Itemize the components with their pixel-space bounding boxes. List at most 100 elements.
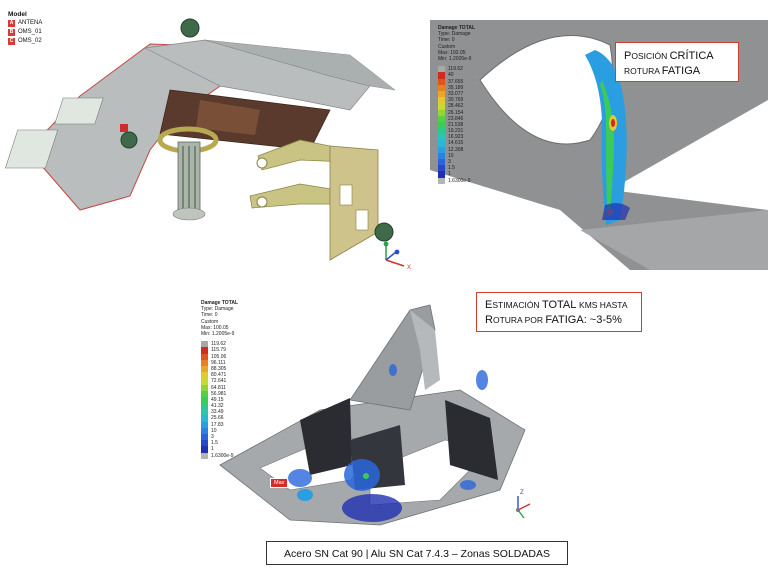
contour-value-label: 35.189: [448, 84, 464, 91]
plate-cutout: [54, 97, 104, 125]
damage-zone-blue: [389, 364, 397, 376]
contour-color-band: [438, 115, 445, 122]
model-item-label: ANTENA: [18, 20, 43, 26]
contour-value-label: 105.06: [211, 353, 227, 360]
contour-color-band: [438, 140, 445, 147]
contour-value-label: 10: [211, 427, 217, 434]
side-plate-dark: [300, 398, 352, 475]
contour-value-label: 88.305: [211, 365, 227, 372]
contour-color-band: [438, 109, 445, 116]
contour-value-label: 30.769: [448, 97, 464, 104]
contour-color-band: [201, 372, 208, 379]
contour-max: Max: 100.05: [201, 324, 229, 331]
contour-title: Damage TOTAL: [438, 25, 476, 31]
right-plate-cutout: [339, 184, 353, 206]
contour-color-band: [201, 440, 208, 447]
right-plate: [329, 145, 379, 261]
axis-x-label: X: [407, 265, 411, 271]
contour-color-band: [201, 341, 208, 348]
contour-color-band: [201, 396, 208, 404]
contour-value-label: 1: [211, 446, 214, 453]
contour-value-label: 41.32: [211, 403, 224, 410]
frame-damage-view: Z: [219, 304, 531, 526]
contour-color-band: [438, 90, 445, 98]
model-tree-title: Model: [8, 11, 27, 18]
contour-value-label: 96.111: [211, 359, 226, 366]
contour-value-label: 23.846: [448, 115, 464, 122]
ball-marker-icon: [120, 131, 138, 149]
contour-time: Time: 0: [438, 37, 455, 44]
contour-band-cyan: [585, 50, 627, 225]
contour-value-label: 40: [448, 72, 454, 79]
max-marker-tag: Max: [270, 478, 289, 488]
contour-color-band: [201, 403, 208, 410]
cage-base: [172, 207, 206, 221]
contour-type: Type: Damage: [201, 306, 234, 313]
contour-value-label: 115.79: [211, 347, 226, 354]
contour-color-band: [201, 347, 208, 354]
contour-color-band: [201, 415, 208, 422]
contour-band-green: [600, 80, 615, 215]
contour-color-band: [201, 353, 208, 360]
contour-custom: Custom: [201, 318, 219, 325]
contour-min: Min: 1.2005e-9: [438, 56, 472, 63]
contour-value-label: 1.5: [211, 440, 218, 447]
damage-zone-blue: [460, 480, 476, 490]
damage-zone-blue: [342, 494, 402, 522]
contour-color-band: [201, 409, 208, 416]
model-item-oms-02[interactable]: C OMS_02: [8, 37, 88, 46]
callout-estimate-line2: ROTURA POR FATIGA: ~3-5%: [485, 314, 622, 326]
rear-wall-side: [410, 310, 440, 390]
plate-cutout: [5, 129, 59, 169]
contour-color-band: [438, 72, 445, 79]
model-item-label: OMS_01: [18, 29, 42, 35]
contour-value-label: 3: [211, 434, 214, 441]
damage-zone-blue: [288, 469, 312, 487]
contour-value-label: 1.6300e-9: [211, 452, 234, 459]
rear-wall: [349, 304, 436, 411]
contour-value-label: 33.49: [211, 409, 224, 416]
contour-color-band: [438, 128, 445, 135]
contour-value-label: 37.655: [448, 78, 464, 85]
contour-max: Max: 192.05: [438, 49, 466, 56]
axis-z-label: Z: [520, 490, 524, 496]
contour-value-label: 1.5: [448, 165, 455, 172]
contour-custom: Custom: [438, 43, 456, 50]
model-item-oms-01[interactable]: B OMS_01: [8, 28, 88, 37]
hotspot-red: [611, 119, 615, 127]
lower-ledge: [580, 210, 768, 270]
contour-min: Min: 1.2005e-9: [201, 331, 235, 338]
model-item-antena[interactable]: A ANTENA: [8, 19, 88, 28]
contour-color-band: [438, 121, 445, 129]
axis-triad-icon: [516, 496, 531, 519]
contour-value-label: 49.15: [211, 396, 224, 403]
contour-color-band: [438, 152, 445, 160]
contour-value-label: 3: [448, 159, 451, 166]
callout-critical-line2: ROTURA FATIGA: [624, 65, 701, 77]
damage-zone-green: [363, 473, 369, 479]
damage-zone-blue: [344, 459, 380, 491]
contour-color-band: [438, 84, 445, 91]
contour-value-label: 14.615: [448, 140, 464, 147]
contour-color-band: [438, 171, 445, 178]
contour-color-band: [201, 384, 208, 391]
contour-value-label: 33.077: [448, 90, 464, 97]
diagonal-gap: [610, 100, 768, 210]
contour-band-blue: [602, 203, 630, 220]
materials-caption: Acero SN Cat 90 | Alu SN Cat 7.4.3 – Zon…: [266, 541, 568, 565]
contour-colorbar: [201, 341, 208, 459]
model-item-tag: A: [8, 20, 15, 27]
contour-color-band: [201, 421, 208, 428]
contour-value-label: 56.981: [211, 390, 227, 397]
contour-color-band: [438, 97, 445, 104]
contour-value-label: 16.923: [448, 134, 464, 141]
red-marker: [120, 124, 128, 132]
contour-color-band: [438, 177, 445, 184]
side-plate-dark: [445, 400, 498, 480]
contour-color-band: [438, 159, 445, 166]
ball-marker-icon: [180, 18, 200, 38]
contour-color-band: [438, 103, 445, 110]
damage-zone-blue: [476, 370, 488, 390]
